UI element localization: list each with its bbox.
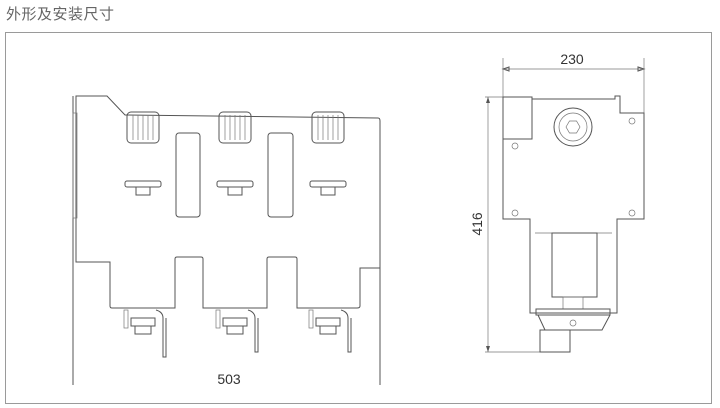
top-terminal — [218, 111, 252, 144]
hex-nut — [565, 120, 581, 134]
bottom-cradle — [537, 314, 611, 331]
arrowheads — [501, 66, 646, 72]
bottom-bracket — [535, 308, 611, 316]
side-bracket — [72, 112, 78, 219]
width-dimension-503: 503 — [217, 371, 241, 387]
handle — [309, 180, 347, 196]
mount-hole — [628, 117, 636, 125]
slot — [267, 132, 294, 218]
motor-nut — [562, 296, 584, 310]
mount-hole — [511, 209, 519, 217]
bottom-terminal — [308, 309, 352, 353]
bottom-terminal — [123, 309, 167, 358]
knob — [553, 107, 593, 147]
bolt — [569, 319, 577, 327]
top-terminal — [126, 111, 160, 144]
side-view: 230 416 — [469, 51, 646, 353]
slot — [175, 132, 201, 218]
motor-body — [551, 232, 598, 298]
height-dimension-416: 416 — [469, 212, 485, 236]
front-plate-outline — [75, 95, 381, 309]
mount-hole — [511, 142, 519, 150]
section-title: 外形及安装尺寸 — [6, 5, 115, 23]
foot — [539, 329, 571, 353]
top-terminal — [311, 111, 345, 144]
bottom-terminal — [215, 309, 259, 353]
side-plate — [502, 95, 645, 314]
top-block — [502, 96, 533, 140]
width-dimension-230: 230 — [560, 51, 584, 67]
front-view: 503 — [72, 95, 381, 387]
mount-hole — [628, 209, 636, 217]
drawing-frame — [5, 32, 712, 404]
handle — [216, 180, 254, 196]
handle — [124, 180, 162, 196]
knob-inner — [558, 112, 588, 142]
